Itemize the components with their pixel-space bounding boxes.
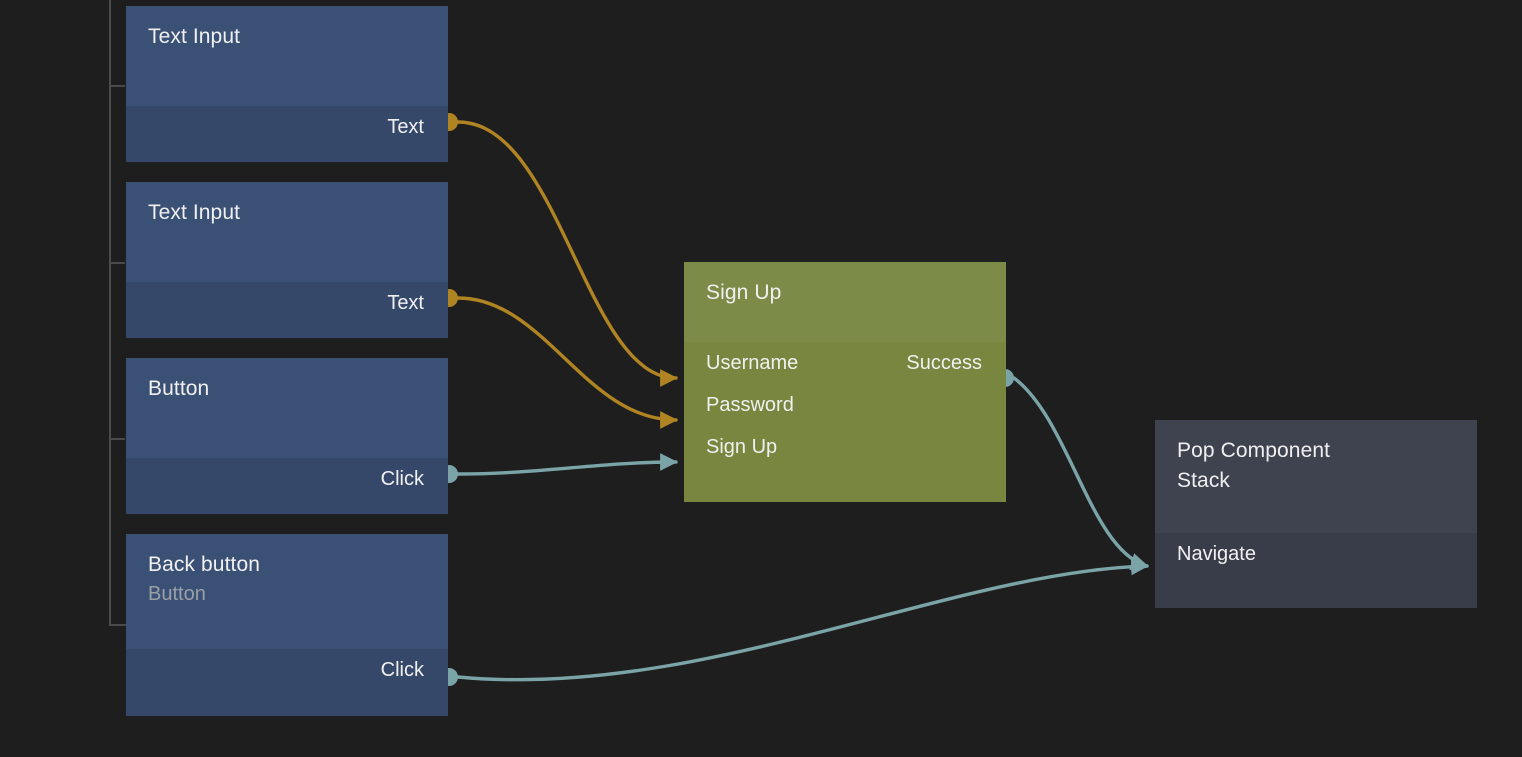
port-row: Click [126,458,448,500]
port-out-label-click[interactable]: Click [380,468,424,490]
edge-text1-username[interactable] [456,120,678,387]
port-row: Text [126,106,448,148]
port-out-label-success[interactable]: Success [906,352,982,374]
edge-button-signup[interactable] [456,453,678,476]
port-out-label-text[interactable]: Text [387,292,424,314]
port-row: Navigate [1155,533,1477,575]
port-in-label-navigate[interactable]: Navigate [1177,543,1256,565]
node-body-back-button: Click [126,649,448,716]
port-out-label-click[interactable]: Click [380,659,424,681]
edge-text2-password[interactable] [456,296,678,429]
edge-success-navigate[interactable] [1012,376,1149,571]
port-in-label-username[interactable]: Username [706,352,799,374]
node-header-text-input-2[interactable]: Text Input [126,182,448,282]
node-title-back-button: Back button [148,553,261,576]
edge-backbutton-navigate[interactable] [456,557,1149,682]
node-title-pop-component-stack: Pop Component Stack [1177,439,1331,492]
node-title-sign-up: Sign Up [706,281,782,304]
rail-branch-tick-2 [111,262,125,264]
port-row: Text [126,282,448,324]
rail-vertical-line [109,0,111,626]
port-in-label-sign-up[interactable]: Sign Up [706,436,778,458]
node-header-pop-component-stack[interactable]: Pop Component Stack [1155,420,1477,533]
node-subtitle-back-button: Button [148,583,206,605]
node-body-text-input-1: Text [126,106,448,162]
node-body-text-input-2: Text [126,282,448,338]
node-header-button-1[interactable]: Button [126,358,448,458]
rail-branch-tick-1 [111,85,125,87]
port-out-label-text[interactable]: Text [387,116,424,138]
node-body-button-1: Click [126,458,448,514]
port-row: Sign Up [684,426,1006,468]
rail-foot-elbow [111,624,135,626]
node-body-pop-component-stack: Navigate [1155,533,1477,608]
node-header-sign-up[interactable]: Sign Up [684,262,1006,342]
node-title-button-1: Button [148,377,210,400]
port-row: Password [684,384,1006,426]
node-title-text-input-1: Text Input [148,25,241,48]
node-title-text-input-2: Text Input [148,201,241,224]
rail-branch-tick-3 [111,438,125,440]
node-header-text-input-1[interactable]: Text Input [126,6,448,106]
port-row: Username Success [684,342,1006,384]
port-in-label-password[interactable]: Password [706,394,794,416]
port-row: Click [126,649,448,691]
